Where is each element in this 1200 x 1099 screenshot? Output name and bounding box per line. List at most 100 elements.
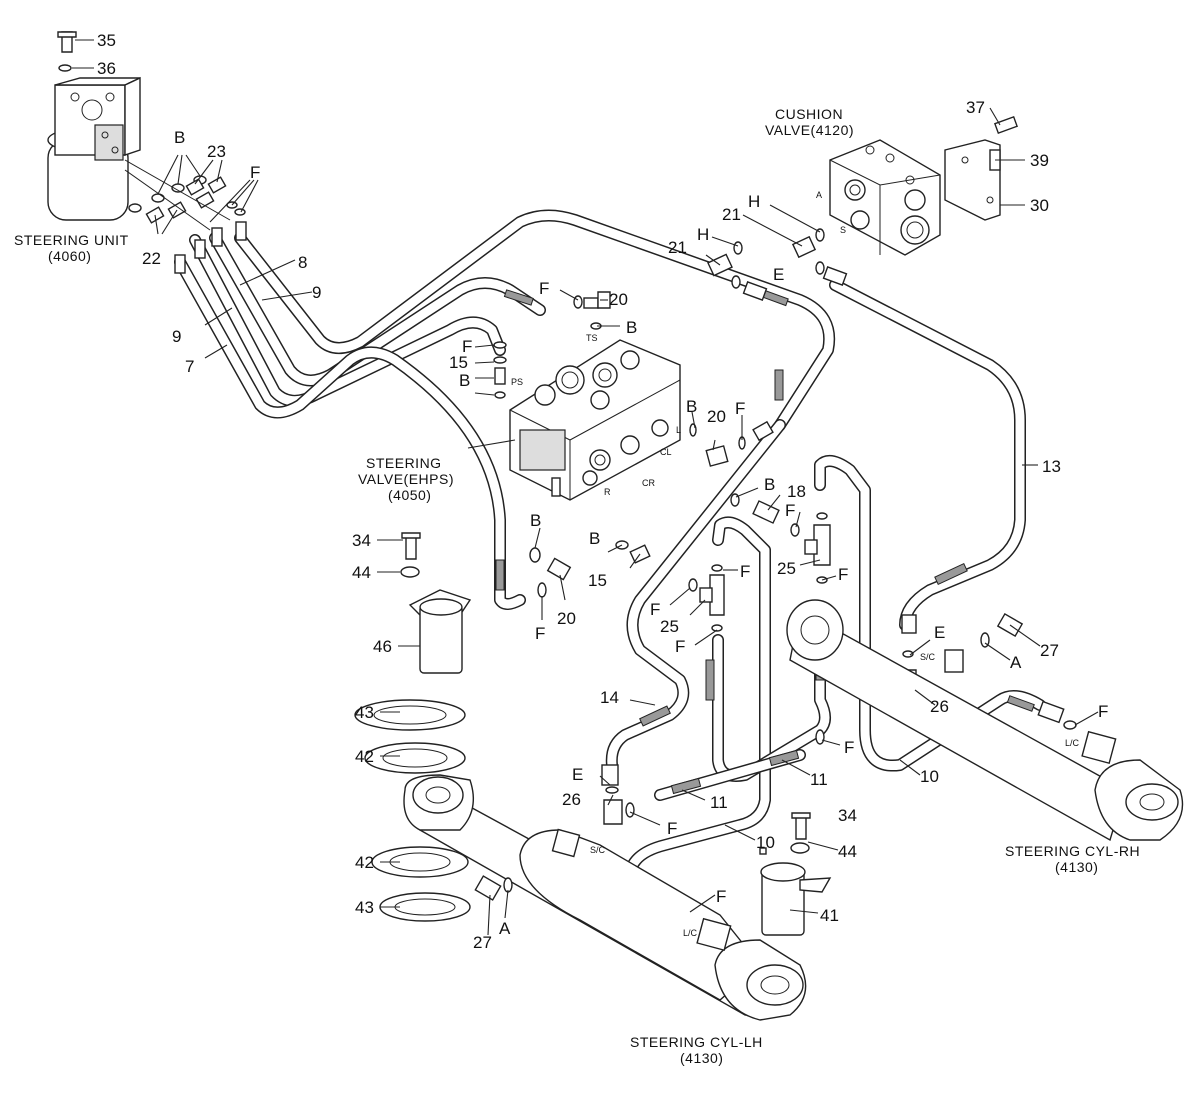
callout-43-a: 43 bbox=[355, 703, 374, 722]
callout-44-b: 44 bbox=[838, 842, 857, 861]
callout-27-a: 27 bbox=[1040, 641, 1059, 660]
callout-13: 13 bbox=[1042, 457, 1061, 476]
callout-f-2: F bbox=[539, 279, 549, 298]
steering-valve-label-2: VALVE(EHPS) bbox=[358, 471, 454, 487]
callout-b-5: B bbox=[764, 475, 775, 494]
callout-8: 8 bbox=[298, 253, 307, 272]
callout-15-a: 15 bbox=[449, 353, 468, 372]
callout-11-a: 11 bbox=[810, 770, 828, 789]
callout-a-2: A bbox=[499, 919, 511, 938]
callout-h-2: H bbox=[697, 225, 709, 244]
hose-14 bbox=[605, 419, 786, 771]
callout-b-3: B bbox=[459, 371, 470, 390]
callout-26-a: 26 bbox=[930, 697, 949, 716]
callout-b-2: B bbox=[626, 318, 637, 337]
callout-42-b: 42 bbox=[355, 853, 374, 872]
steering-cyl-lh-label: STEERING CYL-LH bbox=[630, 1034, 763, 1050]
port-s-cushion: S bbox=[840, 225, 846, 235]
callout-18: 18 bbox=[787, 482, 806, 501]
callout-30: 30 bbox=[1030, 196, 1049, 215]
port-l: L bbox=[676, 425, 681, 435]
steering-unit-label: STEERING UNIT bbox=[14, 232, 129, 248]
port-cr: CR bbox=[642, 478, 655, 488]
steering-unit bbox=[47, 31, 141, 221]
callout-20-c: 20 bbox=[557, 609, 576, 628]
callout-43-b: 43 bbox=[355, 898, 374, 917]
hose-group bbox=[174, 209, 1046, 911]
callout-f-13: F bbox=[667, 819, 677, 838]
callout-f-1: F bbox=[250, 163, 260, 182]
callout-27-b: 27 bbox=[473, 933, 492, 952]
callout-37: 37 bbox=[966, 98, 985, 117]
callout-b-4: B bbox=[686, 397, 697, 416]
callout-f-9: F bbox=[650, 600, 660, 619]
port-lc-rh: L/C bbox=[1065, 738, 1080, 748]
callout-44-a: 44 bbox=[352, 563, 371, 582]
callout-h-1: H bbox=[748, 192, 760, 211]
callout-b-7: B bbox=[589, 529, 600, 548]
callout-36: 36 bbox=[97, 59, 116, 78]
callout-f-10: F bbox=[675, 637, 685, 656]
part-callouts: 35 36 B 23 F 22 8 9 9 7 37 39 30 H 21 H … bbox=[97, 31, 1108, 952]
cushion-valve-label-1: CUSHION bbox=[775, 106, 843, 122]
callout-f-5: F bbox=[785, 501, 795, 520]
callout-f-6: F bbox=[535, 624, 545, 643]
steering-valve-label-1: STEERING bbox=[366, 455, 442, 471]
callout-9-b: 9 bbox=[172, 327, 181, 346]
callout-42-a: 42 bbox=[355, 747, 374, 766]
callout-11-b: 11 bbox=[710, 793, 728, 812]
cushion-valve-label-2: VALVE(4120) bbox=[765, 122, 854, 138]
callout-f-7: F bbox=[740, 562, 750, 581]
port-lc-lh: L/C bbox=[683, 928, 698, 938]
callout-39: 39 bbox=[1030, 151, 1049, 170]
callout-34-a: 34 bbox=[352, 531, 371, 550]
leader-lines bbox=[72, 39, 1099, 936]
callout-f-12: F bbox=[844, 738, 854, 757]
callout-10-b: 10 bbox=[756, 833, 775, 852]
steering-unit-code: (4060) bbox=[48, 248, 91, 264]
callout-b-6: B bbox=[530, 511, 541, 530]
callout-20-b: 20 bbox=[707, 407, 726, 426]
callout-23: 23 bbox=[207, 142, 226, 161]
callout-e-3: E bbox=[572, 765, 583, 784]
callout-25-a: 25 bbox=[777, 559, 796, 578]
callout-7: 7 bbox=[185, 357, 194, 376]
callout-25-b: 25 bbox=[660, 617, 679, 636]
callout-f-3: F bbox=[462, 337, 472, 356]
callout-20-a: 20 bbox=[609, 290, 628, 309]
callout-f-11: F bbox=[1098, 702, 1108, 721]
pin-41-assembly bbox=[759, 812, 832, 936]
port-ts: TS bbox=[586, 333, 598, 343]
callout-9-a: 9 bbox=[312, 283, 321, 302]
component-captions: STEERING UNIT (4060) CUSHION VALVE(4120)… bbox=[14, 106, 1140, 1066]
port-ps: PS bbox=[511, 377, 523, 387]
callout-e-2: E bbox=[934, 623, 945, 642]
callout-34-b: 34 bbox=[838, 806, 857, 825]
port-sc-rh: S/C bbox=[920, 652, 936, 662]
port-sc-lh: S/C bbox=[590, 845, 606, 855]
port-r: R bbox=[604, 487, 611, 497]
callout-a-1: A bbox=[1010, 653, 1022, 672]
callout-f-14: F bbox=[716, 887, 726, 906]
steering-valve-code: (4050) bbox=[388, 487, 431, 503]
callout-21-a: 21 bbox=[722, 205, 741, 224]
pin-46-assembly bbox=[354, 532, 472, 922]
callout-22: 22 bbox=[142, 249, 161, 268]
callout-10-a: 10 bbox=[920, 767, 939, 786]
callout-21-b: 21 bbox=[668, 238, 687, 257]
callout-26-b: 26 bbox=[562, 790, 581, 809]
callout-f-4: F bbox=[735, 399, 745, 418]
steering-cylinder-lh bbox=[403, 774, 807, 1021]
steering-cyl-lh-code: (4130) bbox=[680, 1050, 723, 1066]
port-cl: CL bbox=[660, 447, 672, 457]
callout-b-1: B bbox=[174, 128, 185, 147]
steering-valve bbox=[509, 339, 681, 501]
callout-41: 41 bbox=[820, 906, 839, 925]
callout-15-b: 15 bbox=[588, 571, 607, 590]
callout-f-8: F bbox=[838, 565, 848, 584]
callout-14: 14 bbox=[600, 688, 619, 707]
callout-46: 46 bbox=[373, 637, 392, 656]
steering-cyl-rh-code: (4130) bbox=[1055, 859, 1098, 875]
callout-35: 35 bbox=[97, 31, 116, 50]
